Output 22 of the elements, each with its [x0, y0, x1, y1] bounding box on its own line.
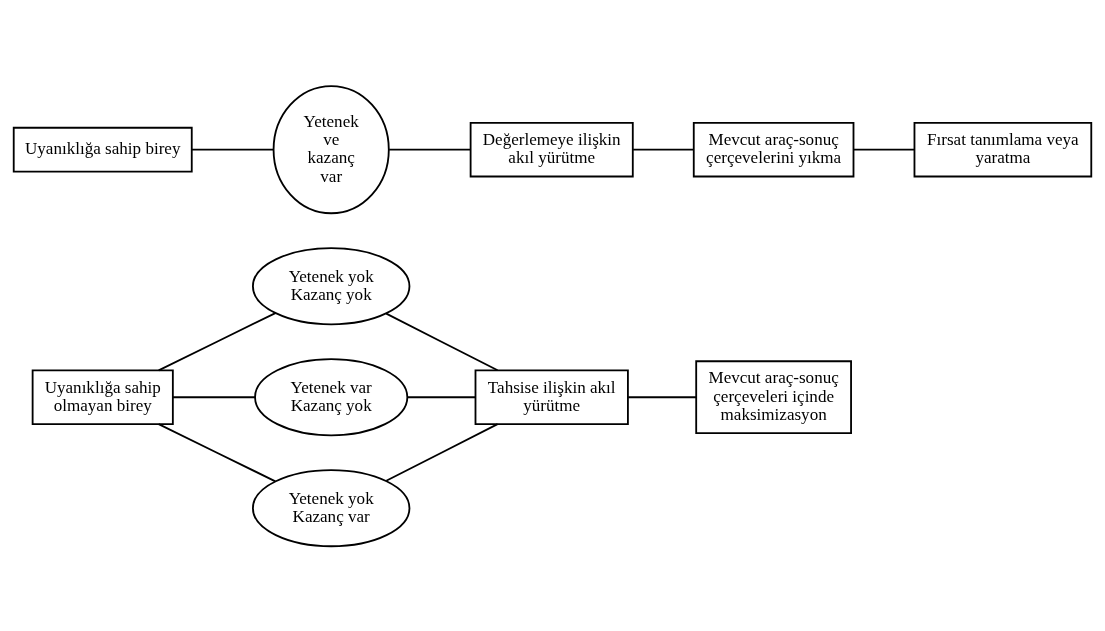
connector: [191, 148, 275, 151]
connector: [172, 395, 256, 398]
node-box: Uyanıklığa sahip olmayan birey: [31, 369, 174, 425]
node-box: Mevcut araç-sonuç çerçeveleri içinde maksimizasyon: [695, 359, 852, 434]
node-box: Mevcut araç-sonuç çerçevelerini yıkma: [692, 121, 855, 177]
node-ellipse: Yetenek yok Kazanç yok: [252, 246, 411, 325]
node-box: Tahsise ilişkin akıl yürütme: [474, 369, 629, 425]
connector: [852, 148, 916, 151]
connector: [157, 422, 277, 482]
connector: [406, 395, 477, 398]
connector: [627, 395, 698, 398]
node-box: Fırsat tanımlama veya yaratma: [913, 121, 1093, 177]
connector: [157, 311, 277, 371]
node-ellipse: Yetenek var Kazanç yok: [254, 357, 409, 436]
node-ellipse: Yetenek yok Kazanç var: [252, 468, 411, 547]
node-box: Uyanıklığa sahip birey: [12, 126, 193, 173]
connector: [632, 148, 695, 151]
node-circle: Yetenek ve kazanç var: [272, 84, 390, 214]
connector: [385, 312, 499, 371]
connector: [385, 422, 499, 482]
connector: [388, 148, 472, 151]
node-box: Değerlemeye ilişkin akıl yürütme: [469, 121, 634, 177]
